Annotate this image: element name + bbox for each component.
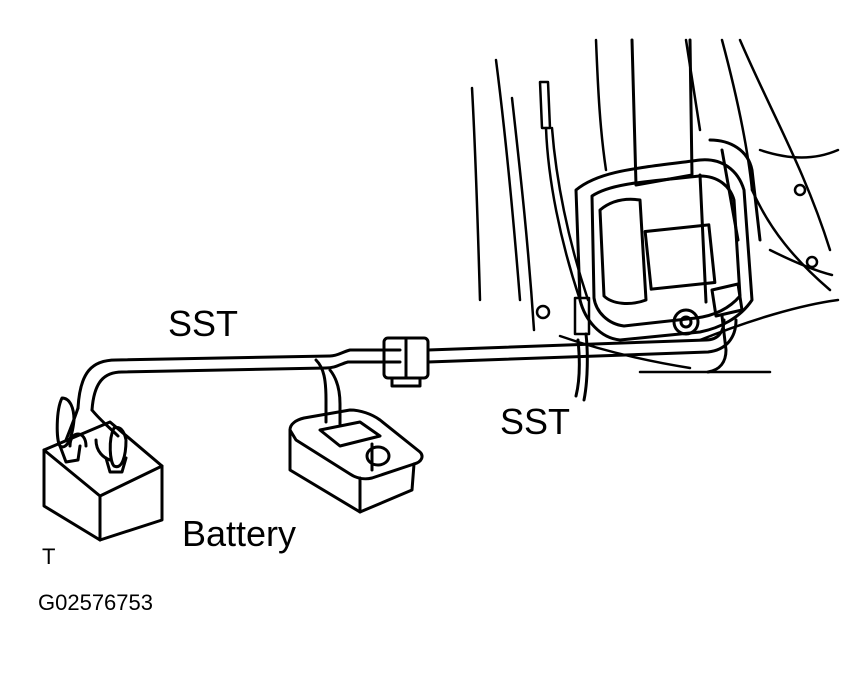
sst-top-label: SST: [168, 303, 239, 344]
body-panel: [470, 38, 840, 374]
sst-cable: [76, 318, 738, 426]
actuator-assembly: [574, 38, 762, 374]
sst-right-label: SST: [500, 401, 571, 442]
battery-label: Battery: [182, 513, 297, 554]
center-battery: [288, 408, 424, 514]
corner-mark: T: [42, 544, 56, 569]
cable-connector: [382, 336, 430, 388]
figure-code: G02576753: [38, 590, 153, 615]
left-battery: [42, 420, 164, 542]
harness-rod: [538, 80, 591, 336]
